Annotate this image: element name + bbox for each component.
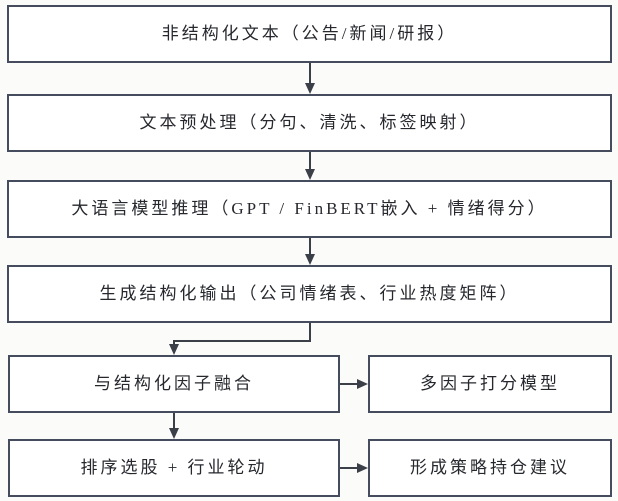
- arrow-fusion-to-scoring: [340, 379, 368, 389]
- node-text-preprocess: 文本预处理（分句、清洗、标签映射）: [7, 94, 612, 152]
- arrow-llm-to-output: [305, 238, 315, 265]
- arrow-preprocess-to-llm: [305, 152, 315, 180]
- node-factor-fusion: 与结构化因子融合: [8, 355, 340, 413]
- node-strategy-holding: 形成策略持仓建议: [368, 439, 612, 497]
- arrow-fusion-to-ranking: [169, 413, 179, 439]
- arrow-output-to-fusion: [169, 323, 311, 355]
- node-unstructured-text: 非结构化文本（公告/新闻/研报）: [7, 5, 612, 63]
- arrow-ranking-to-holding: [340, 463, 368, 473]
- node-structured-output: 生成结构化输出（公司情绪表、行业热度矩阵）: [7, 265, 612, 323]
- arrow-unstructured-to-preprocess: [305, 63, 315, 94]
- node-ranking-rotation: 排序选股 + 行业轮动: [8, 439, 340, 497]
- node-llm-inference: 大语言模型推理（GPT / FinBERT嵌入 + 情绪得分）: [7, 180, 612, 238]
- node-multifactor-scoring: 多因子打分模型: [368, 355, 612, 413]
